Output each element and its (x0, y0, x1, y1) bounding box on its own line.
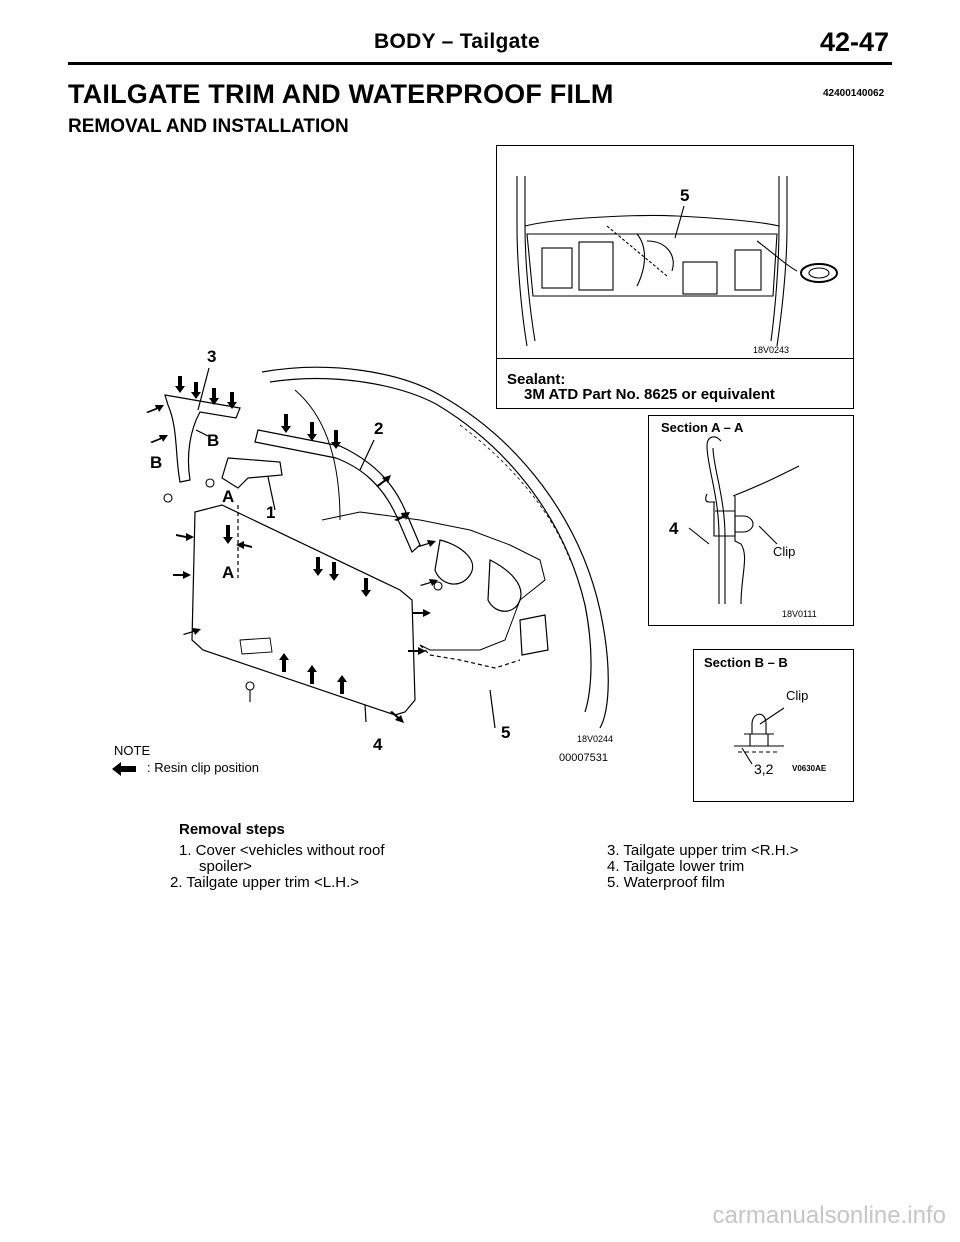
step-2: 2. Tailgate upper trim <L.H.> (170, 874, 359, 891)
sealant-figure-code: 18V0243 (753, 345, 789, 355)
clip-icon (163, 493, 173, 503)
main-illustration: 3 2 B B A 1 A 4 5 18V0244 (146, 347, 613, 754)
callout-1: 1 (266, 503, 275, 522)
resin-clip-arrow-icon (112, 762, 136, 776)
step-4: 4. Tailgate lower trim (607, 858, 745, 875)
sealant-illustration: 5 18V0243 (516, 176, 838, 355)
callout-a-top: A (222, 487, 234, 506)
section-aa-callout-4: 4 (669, 519, 679, 538)
cover (221, 457, 283, 489)
header-title: BODY – Tailgate (374, 30, 540, 53)
section-bb-callout: 3,2 (754, 761, 774, 777)
sealant-divider (497, 358, 853, 360)
section-aa-title: Section A – A (661, 420, 744, 435)
section-aa-figure-code: 18V0111 (782, 609, 817, 619)
section-bb-illustration: Clip 3,2 V0630AE (734, 688, 827, 777)
document-code: 42400140062 (823, 88, 885, 99)
section-bb-clip-label: Clip (786, 688, 808, 703)
section-aa-illustration: 4 Clip 18V0111 (669, 436, 817, 619)
step-3: 3. Tailgate upper trim <R.H.> (607, 842, 799, 859)
sealant-callout-5: 5 (680, 186, 689, 205)
upper-trim-rh (164, 394, 241, 483)
callout-4: 4 (373, 735, 383, 754)
callout-b-left: B (150, 453, 162, 472)
watermark: carmanualsonline.info (712, 1202, 946, 1229)
clip-icon (433, 581, 443, 591)
header-rule (68, 62, 892, 65)
note-label: NOTE (114, 743, 151, 758)
image-number: 00007531 (559, 752, 608, 764)
callout-2: 2 (374, 419, 383, 438)
document-subtitle: REMOVAL AND INSTALLATION (68, 116, 349, 137)
upper-trim-lh (254, 429, 421, 553)
sealant-panel: 5 18V0243 Sealant: 3M ATD Part No. 8625 … (496, 145, 854, 409)
document-title: TAILGATE TRIM AND WATERPROOF FILM (68, 79, 614, 109)
step-5: 5. Waterproof film (607, 874, 725, 891)
step-1-line-2: spoiler> (199, 858, 252, 875)
lower-trim (191, 504, 416, 716)
section-bb-panel: Section B – B Clip 3,2 V0630AE (693, 649, 854, 802)
step-1-line-1: 1. Cover <vehicles without roof (179, 842, 385, 859)
section-bb-title: Section B – B (704, 655, 788, 670)
callout-a-bottom: A (222, 563, 234, 582)
callout-3: 3 (207, 347, 216, 366)
removal-steps-heading: Removal steps (179, 821, 285, 838)
section-aa-clip-label: Clip (773, 544, 795, 559)
section-aa-panel: Section A – A 4 Clip 18V0111 (648, 415, 854, 626)
sealant-text: 3M ATD Part No. 8625 or equivalent (524, 386, 775, 403)
section-bb-figure-code: V0630AE (792, 764, 827, 773)
tailgate-outline (261, 366, 609, 729)
note-text: : Resin clip position (147, 760, 259, 775)
page-number: 42-47 (820, 27, 890, 57)
screw-icon (205, 478, 215, 488)
sealant-label: Sealant: (507, 371, 566, 388)
resin-clip-arrows (146, 376, 438, 723)
callout-b-right: B (207, 431, 219, 450)
screw-icon (245, 681, 255, 691)
callout-5: 5 (501, 723, 510, 742)
figure-code: 18V0244 (577, 734, 613, 744)
